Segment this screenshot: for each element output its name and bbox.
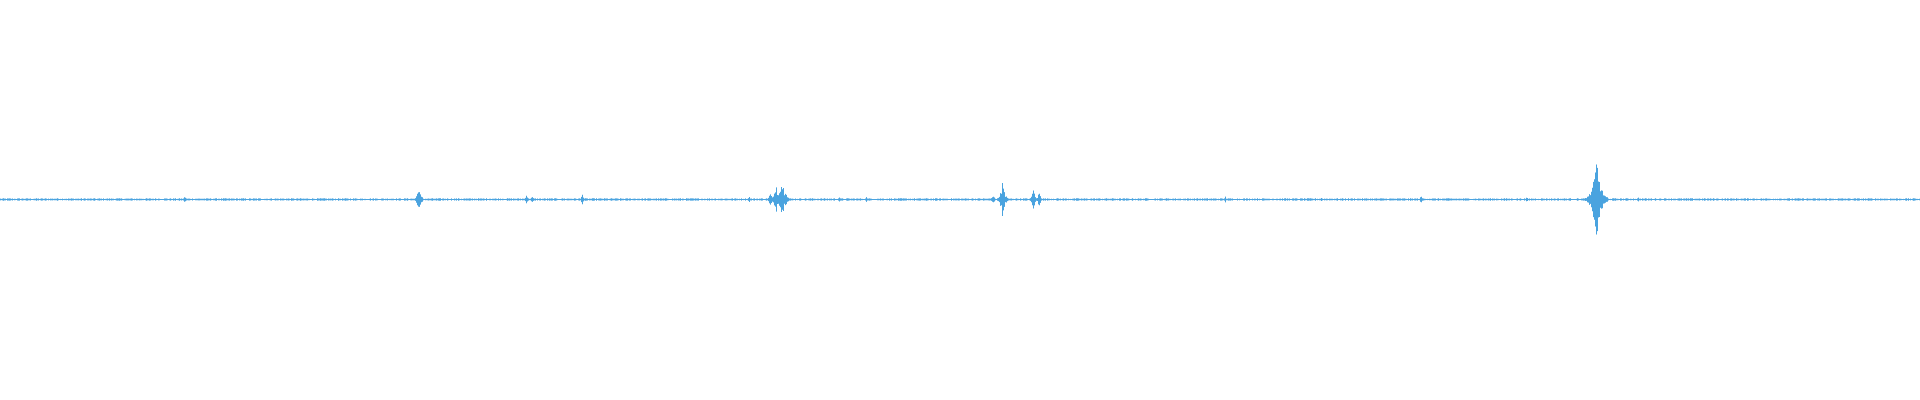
waveform-path-group — [0, 164, 1920, 235]
waveform-peaks — [0, 164, 1920, 235]
